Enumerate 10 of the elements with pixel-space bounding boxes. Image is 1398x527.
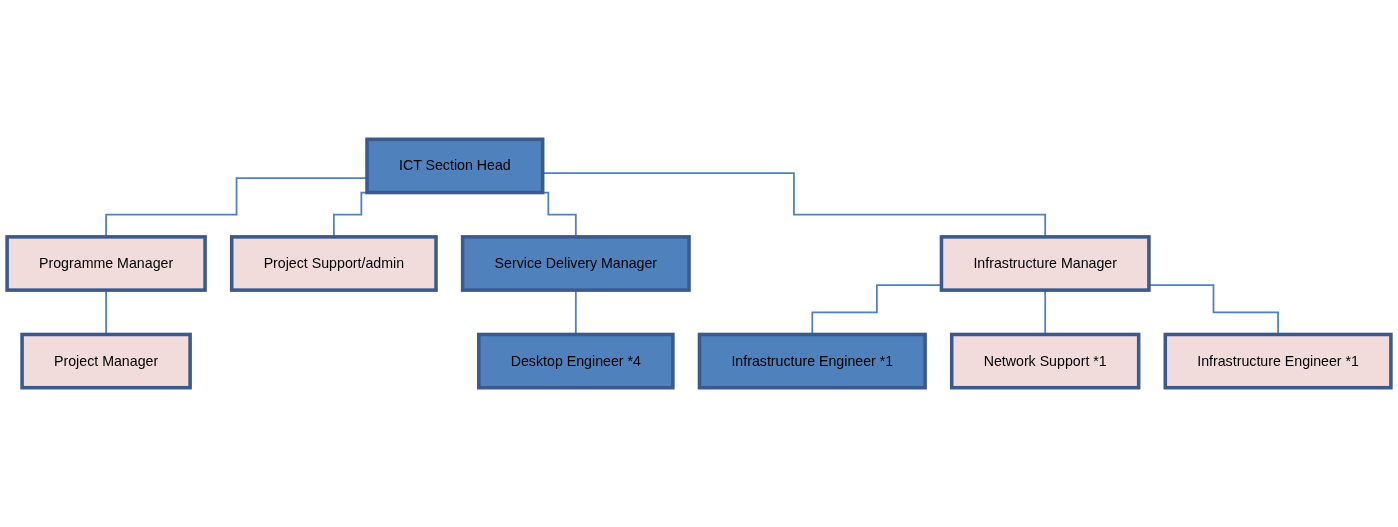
node-box: Network Support *1 (949, 332, 1141, 390)
node-box: Infrastructure Engineer *1 (1163, 332, 1393, 390)
node-box: Infrastructure Manager (939, 235, 1151, 292)
node-box: Programme Manager (5, 235, 207, 292)
node-box: Service Delivery Manager (460, 235, 691, 292)
node-box: Project Manager (20, 332, 192, 390)
node-box: ICT Section Head (365, 137, 545, 195)
node-box: Infrastructure Engineer *1 (697, 332, 927, 390)
node-box: Project Support/admin (229, 235, 438, 292)
node-box: Desktop Engineer *4 (477, 332, 675, 390)
